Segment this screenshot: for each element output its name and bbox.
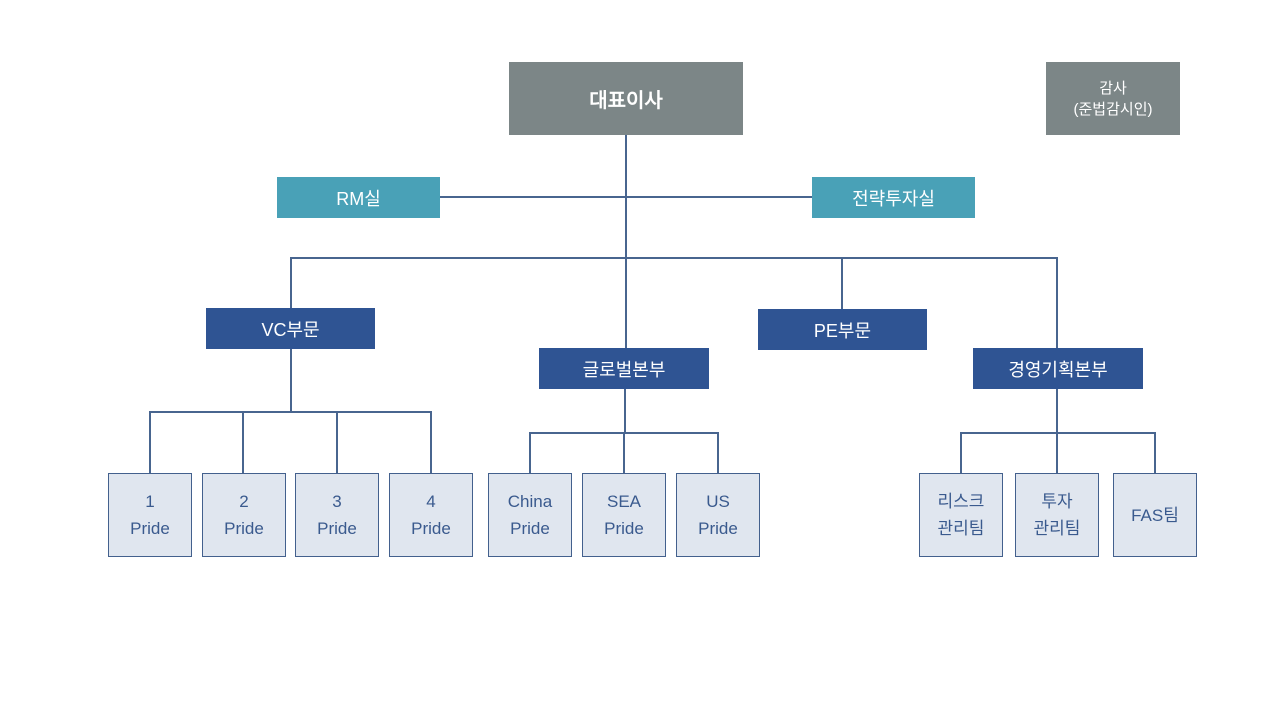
org-node-vc-division-label: VC부문 xyxy=(261,319,320,340)
org-node-sea-pride-line2: Pride xyxy=(604,519,644,538)
connector-pe-drop xyxy=(841,258,843,309)
connector-invest-drop xyxy=(1056,433,1058,473)
org-node-pride4-line2: Pride xyxy=(411,519,451,538)
connector-risk-drop xyxy=(960,433,962,473)
org-node-audit: 감사 (준법감시인) xyxy=(1046,62,1180,135)
org-node-pride1-line2: Pride xyxy=(130,519,170,538)
org-node-strategic-investment-office: 전략투자실 xyxy=(812,177,975,218)
org-node-china-pride-line2: Pride xyxy=(510,519,550,538)
org-node-audit-line1: 감사 xyxy=(1099,79,1127,97)
org-node-ceo: 대표이사 xyxy=(509,62,743,135)
org-node-us-pride: US Pride xyxy=(676,473,760,557)
connector-global-lower xyxy=(624,389,626,433)
org-node-china-pride: China Pride xyxy=(488,473,572,557)
org-node-pride2: 2 Pride xyxy=(202,473,286,557)
connector-staff-horizontal xyxy=(440,196,812,198)
org-node-pride3: 3 Pride xyxy=(295,473,379,557)
org-node-investment-management-team-line2: 관리팀 xyxy=(1033,519,1081,538)
connector-pride3-drop xyxy=(336,412,338,473)
org-node-china-pride-line1: China xyxy=(507,492,553,511)
org-node-pride4: 4 Pride xyxy=(389,473,473,557)
connector-vc-drop xyxy=(290,258,292,308)
connector-vc-lower xyxy=(290,349,292,412)
org-node-pe-division-label: PE부문 xyxy=(813,320,872,341)
org-node-risk-management-team: 리스크 관리팀 xyxy=(919,473,1003,557)
connector-sea-drop xyxy=(623,433,625,473)
connector-divisions-bus xyxy=(290,257,1058,259)
org-node-risk-management-team-line1: 리스크 xyxy=(937,492,985,511)
connector-global-children-bus xyxy=(529,432,719,434)
connector-vc-children-bus xyxy=(149,411,432,413)
org-node-sea-pride: SEA Pride xyxy=(582,473,666,557)
org-node-fas-team-line1: FAS팀 xyxy=(1131,505,1179,525)
org-node-ceo-label: 대표이사 xyxy=(589,90,663,112)
connector-pride1-drop xyxy=(149,412,151,473)
org-node-investment-management-team: 투자 관리팀 xyxy=(1015,473,1099,557)
org-node-audit-line2: (준법감시인) xyxy=(1073,100,1153,118)
org-node-rm-office-label: RM실 xyxy=(336,188,381,209)
org-node-management-planning-hq: 경영기획본부 xyxy=(973,348,1143,389)
org-node-rm-office: RM실 xyxy=(277,177,440,218)
org-node-vc-division: VC부문 xyxy=(206,308,375,349)
connector-fas-drop xyxy=(1154,433,1156,473)
connector-china-drop xyxy=(529,433,531,473)
connector-planning-drop xyxy=(1056,258,1058,348)
org-node-pride1: 1 Pride xyxy=(108,473,192,557)
org-node-investment-management-team-line1: 투자 xyxy=(1041,492,1073,511)
org-node-risk-management-team-line2: 관리팀 xyxy=(937,519,985,538)
org-node-pride2-line1: 2 xyxy=(239,492,249,511)
connector-pride2-drop xyxy=(242,412,244,473)
connector-ceo-vertical xyxy=(625,135,627,348)
connector-pride4-drop xyxy=(430,412,432,473)
connector-planning-lower xyxy=(1056,389,1058,433)
org-node-management-planning-hq-label: 경영기획본부 xyxy=(1008,359,1108,380)
org-node-pe-division: PE부문 xyxy=(758,309,927,350)
org-node-global-hq-label: 글로벌본부 xyxy=(582,359,666,380)
org-node-pride1-line1: 1 xyxy=(145,492,155,511)
org-node-pride2-line2: Pride xyxy=(224,519,264,538)
org-node-pride3-line2: Pride xyxy=(317,519,357,538)
org-node-pride4-line1: 4 xyxy=(426,492,436,511)
org-node-sea-pride-line1: SEA xyxy=(606,492,642,511)
connector-planning-children-bus xyxy=(960,432,1156,434)
org-node-fas-team: FAS팀 xyxy=(1113,473,1197,557)
org-node-strategic-investment-office-label: 전략투자실 xyxy=(852,188,935,209)
org-node-us-pride-line1: US xyxy=(706,492,730,511)
org-node-pride3-line1: 3 xyxy=(332,492,342,511)
connector-us-drop xyxy=(717,433,719,473)
org-node-us-pride-line2: Pride xyxy=(698,519,738,538)
org-node-global-hq: 글로벌본부 xyxy=(539,348,709,389)
